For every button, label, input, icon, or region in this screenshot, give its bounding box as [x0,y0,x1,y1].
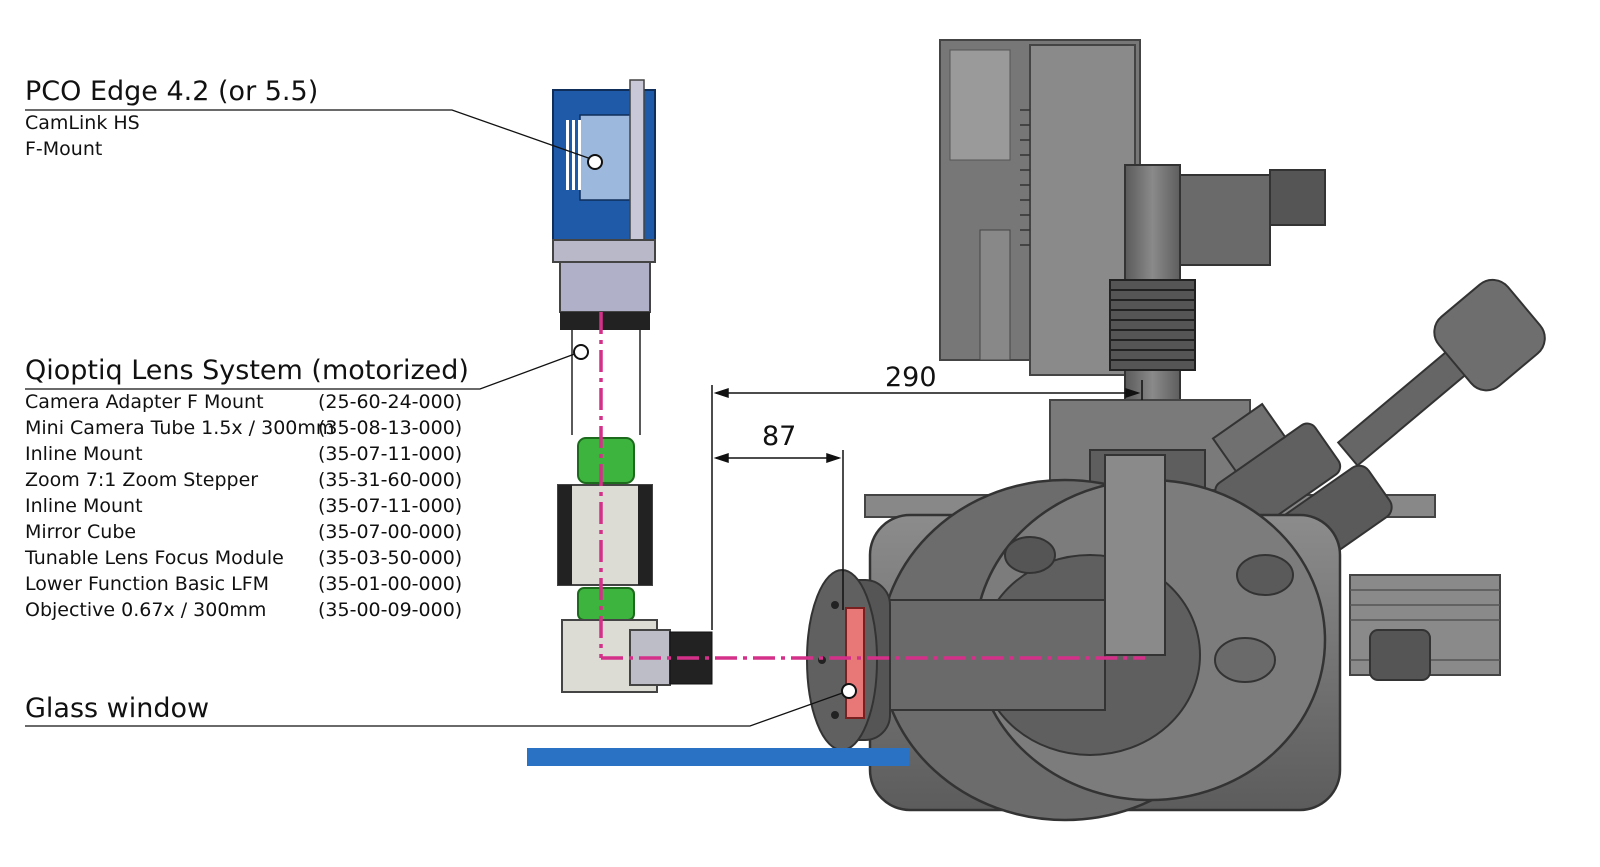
dimension-lines [711,380,1143,630]
component-part-number: (35-08-13-000) [318,417,463,439]
component-part-number: (35-01-00-000) [318,573,463,595]
component-name: Lower Function Basic LFM [25,573,270,595]
lens-system [557,330,713,693]
component-name: Zoom 7:1 Zoom Stepper [25,469,259,491]
leader-lines [25,109,849,727]
component-row: Inline Mount (35-07-11-000) [25,495,465,521]
camera-detail-1: CamLink HS [25,112,140,134]
camera-detail-2: F-Mount [25,138,103,160]
component-row: Mirror Cube (35-07-00-000) [25,521,465,547]
component-row: Tunable Lens Focus Module (35-03-50-000) [25,547,465,573]
component-part-number: (25-60-24-000) [318,391,463,413]
component-part-number: (35-07-11-000) [318,443,463,465]
component-row: Zoom 7:1 Zoom Stepper (35-31-60-000) [25,469,465,495]
component-name: Objective 0.67x / 300mm [25,599,267,621]
component-name: Camera Adapter F Mount [25,391,264,413]
component-part-number: (35-07-11-000) [318,495,463,517]
component-part-number: (35-00-09-000) [318,599,463,621]
component-row: Objective 0.67x / 300mm (35-00-09-000) [25,599,465,625]
component-name: Inline Mount [25,443,143,465]
dimension-290: 290 [885,362,937,393]
dimension-87: 87 [762,421,797,452]
camera-body [552,79,656,330]
camera-title: PCO Edge 4.2 (or 5.5) [25,76,319,107]
glass-window-element [845,607,865,719]
component-name: Inline Mount [25,495,143,517]
lens-system-title: Qioptiq Lens System (motorized) [25,355,469,386]
component-row: Camera Adapter F Mount (25-60-24-000) [25,391,465,417]
component-part-number: (35-07-00-000) [318,521,463,543]
component-part-number: (35-03-50-000) [318,547,463,569]
component-row: Inline Mount (35-07-11-000) [25,443,465,469]
component-part-number: (35-31-60-000) [318,469,463,491]
floor-bar [527,748,909,766]
glass-window-label: Glass window [25,693,210,724]
component-name: Mini Camera Tube 1.5x / 300mm [25,417,335,439]
vacuum-chamber [806,39,1546,822]
leader-dots [573,154,857,699]
optical-beam [599,312,1145,660]
component-row: Mini Camera Tube 1.5x / 300mm(35-08-13-0… [25,417,465,443]
component-name: Tunable Lens Focus Module [25,547,284,569]
component-row: Lower Function Basic LFM (35-01-00-000) [25,573,465,599]
component-name: Mirror Cube [25,521,137,543]
